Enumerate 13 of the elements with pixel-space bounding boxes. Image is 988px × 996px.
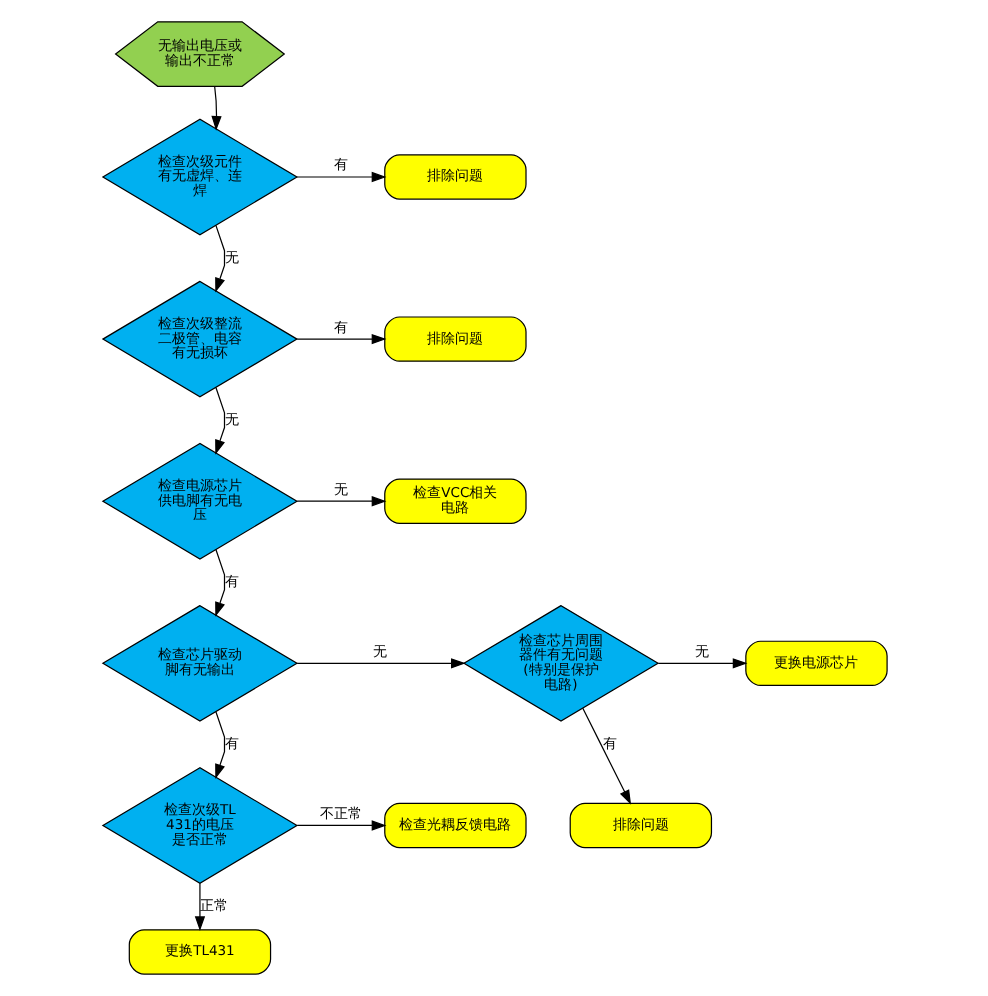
arrow (295, 820, 386, 831)
arrow (214, 548, 225, 617)
arrow (295, 333, 386, 345)
arrow (295, 496, 386, 507)
arrow (210, 85, 221, 131)
arrow (214, 224, 225, 293)
arrow (656, 658, 747, 669)
arrow (214, 386, 225, 455)
arrow (193, 882, 205, 932)
arrow (295, 658, 465, 669)
arrow (581, 707, 631, 805)
arrow (295, 171, 386, 183)
arrow (214, 711, 225, 779)
